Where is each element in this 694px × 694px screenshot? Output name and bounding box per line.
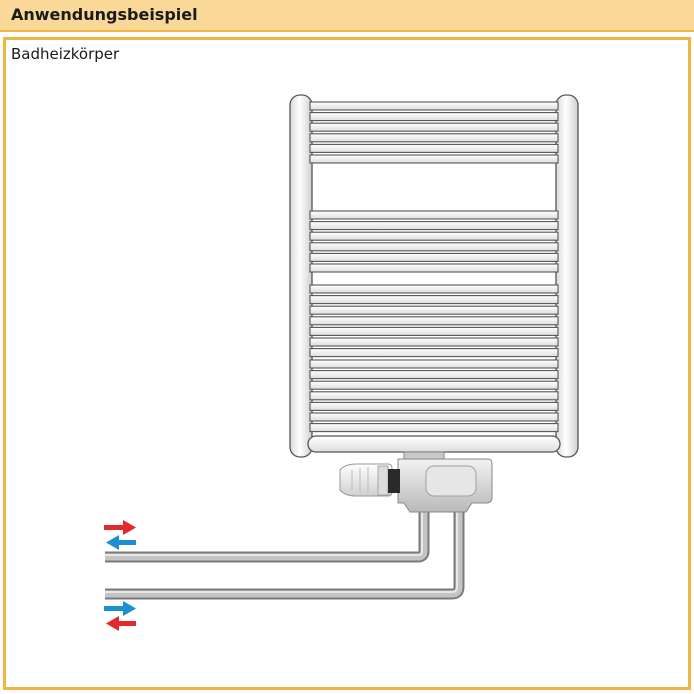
- towel-radiator: [289, 94, 579, 458]
- radiator-bar: [309, 133, 559, 143]
- radiator-bar: [309, 154, 559, 164]
- radiator-bar: [309, 359, 559, 369]
- flow-arrow-right-hot-icon: [104, 520, 136, 535]
- radiator-bar: [309, 263, 559, 273]
- radiator-bar: [309, 316, 559, 326]
- radiator-bar: [309, 242, 559, 252]
- radiator-bottom-tube: [307, 435, 561, 453]
- radiator-bar: [309, 143, 559, 153]
- radiator-bar: [309, 122, 559, 132]
- radiator-bar: [309, 112, 559, 122]
- radiator-bar: [309, 391, 559, 401]
- radiator-bar: [309, 348, 559, 358]
- radiator-bar: [309, 412, 559, 422]
- radiator-bar: [309, 231, 559, 241]
- radiator-bars: [309, 101, 559, 433]
- radiator-bar: [309, 101, 559, 111]
- radiator-bar: [309, 326, 559, 336]
- radiator-bar: [309, 401, 559, 411]
- thermostatic-valve: [339, 451, 493, 513]
- diagram-frame: [3, 37, 691, 690]
- flow-arrow-left-hot-icon: [106, 616, 136, 631]
- radiator-bar: [309, 284, 559, 294]
- flow-arrows: [104, 520, 136, 631]
- radiator-left-post: [289, 94, 313, 458]
- radiator-bar: [309, 370, 559, 380]
- diagram-caption: Badheizkörper: [11, 45, 120, 63]
- radiator-bar: [309, 210, 559, 220]
- radiator-bar: [309, 252, 559, 262]
- radiator-right-post: [555, 94, 579, 458]
- flow-arrow-left-cold-icon: [106, 535, 136, 550]
- radiator-bar: [309, 423, 559, 433]
- section-header: Anwendungsbeispiel: [0, 0, 694, 32]
- flow-arrow-right-cold-icon: [104, 601, 136, 616]
- radiator-bar: [309, 305, 559, 315]
- radiator-bar: [309, 337, 559, 347]
- section-title: Anwendungsbeispiel: [11, 5, 198, 24]
- supply-pipes: [105, 505, 465, 600]
- radiator-bar: [309, 221, 559, 231]
- radiator-bar: [309, 295, 559, 305]
- radiator-bar: [309, 380, 559, 390]
